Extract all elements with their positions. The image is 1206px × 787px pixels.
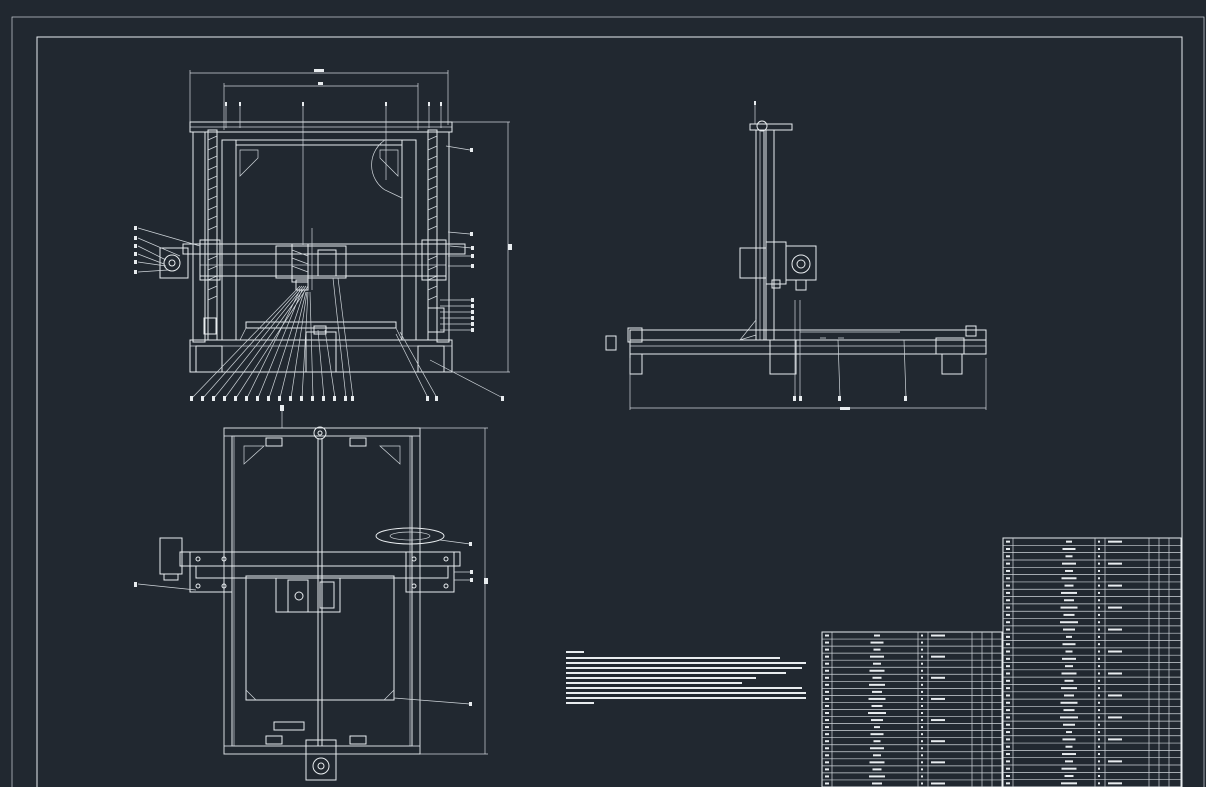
side-view: [605, 101, 987, 410]
technical-notes: [566, 651, 806, 704]
bill-of-materials-left: [821, 631, 1003, 787]
front-view: [137, 69, 512, 399]
top-view: [134, 405, 488, 781]
front-view-callouts: [134, 102, 504, 401]
bill-of-materials-right: [1002, 537, 1182, 787]
drawing-frame: [11, 16, 1205, 787]
